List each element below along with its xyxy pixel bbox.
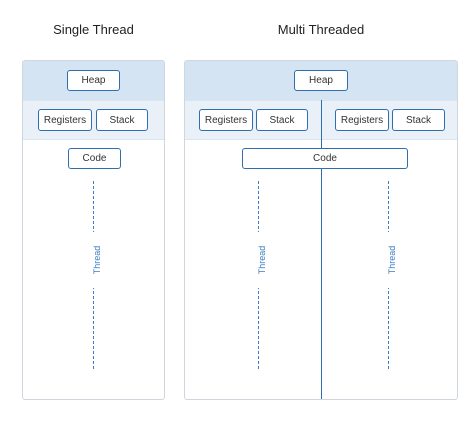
multi-threaded-title: Multi Threaded (277, 22, 365, 37)
thread-label: Thread (91, 232, 103, 288)
stack-box: Stack (96, 109, 148, 131)
stack-box-thread-1: Stack (256, 109, 308, 131)
thread-divider (321, 100, 322, 399)
single-thread-panel: Heap Registers Stack Code Thread (22, 60, 165, 400)
single-thread-title: Single Thread (53, 22, 134, 37)
thread-label-2: Thread (386, 232, 398, 288)
thread-label-1: Thread (256, 232, 268, 288)
registers-box: Registers (38, 109, 92, 131)
code-box: Code (68, 148, 121, 169)
code-box: Code (242, 148, 408, 169)
heap-box: Heap (294, 70, 348, 91)
stack-box-thread-2: Stack (392, 109, 445, 131)
multi-threaded-panel: Heap Registers Stack Registers Stack Cod… (184, 60, 458, 400)
registers-box-thread-1: Registers (199, 109, 253, 131)
heap-box: Heap (67, 70, 120, 91)
registers-box-thread-2: Registers (335, 109, 389, 131)
